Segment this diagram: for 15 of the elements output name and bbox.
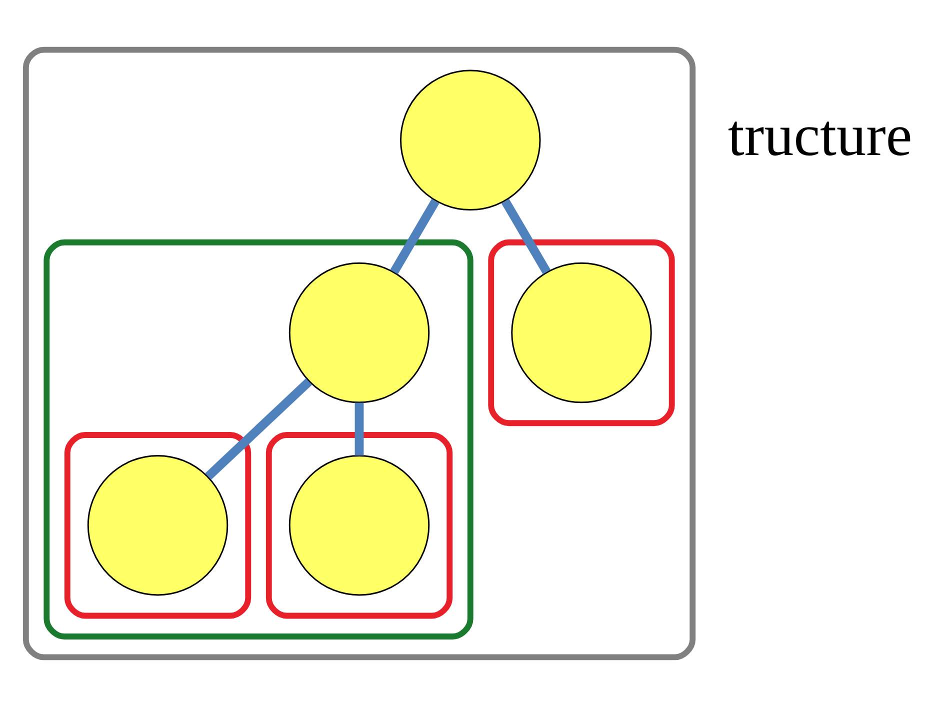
cluster	[64, 432, 252, 619]
connector	[501, 198, 551, 274]
connector	[390, 198, 440, 274]
cluster	[44, 239, 474, 640]
node-circle	[87, 455, 228, 596]
label: tructure	[728, 102, 912, 168]
cluster	[488, 239, 675, 426]
cluster	[266, 432, 453, 619]
cluster	[22, 46, 696, 660]
node-circle	[511, 262, 652, 404]
connector	[205, 378, 312, 480]
node-circle	[288, 455, 430, 596]
connector	[354, 402, 364, 456]
node-circle	[288, 262, 430, 404]
node-circle	[400, 70, 541, 211]
